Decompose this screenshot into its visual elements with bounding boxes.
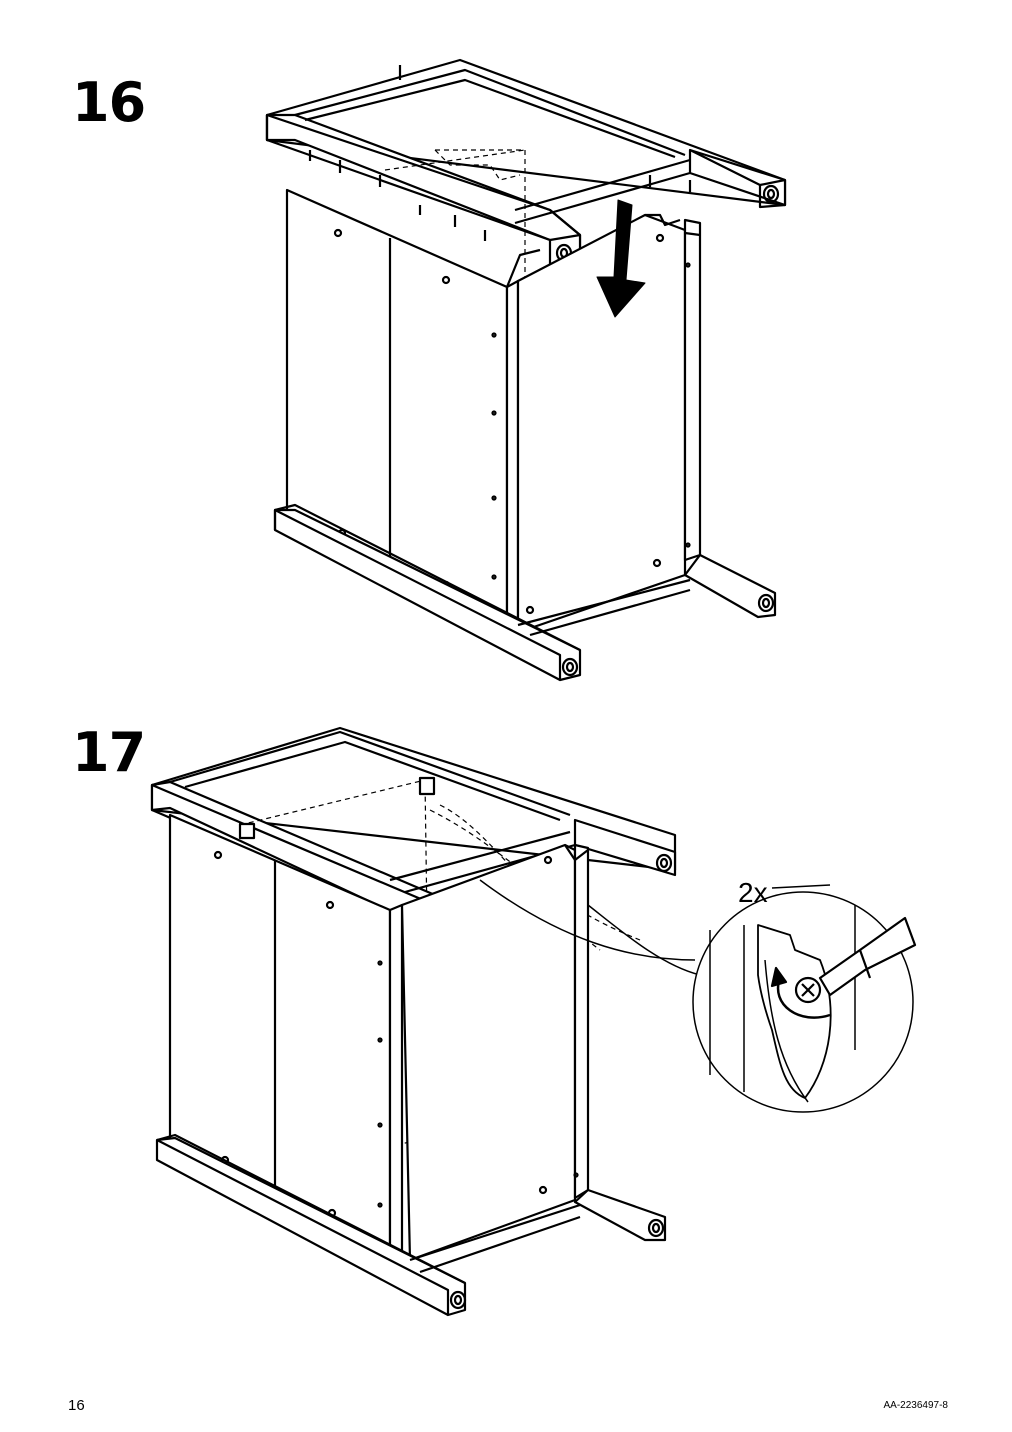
bottom-frame: [157, 1135, 665, 1315]
cabinet-body: [170, 778, 588, 1265]
step-16-number: 16: [72, 71, 146, 134]
detail-circle: 2x: [693, 877, 915, 1112]
bottom-frame: [275, 505, 775, 680]
page-number: 16: [68, 1397, 85, 1414]
detail-quantity-label: 2x: [738, 877, 768, 908]
cabinet-body: [287, 190, 700, 630]
rotate-clockwise-icon: [772, 968, 830, 1018]
down-arrow-icon: [597, 200, 645, 317]
step-16-illustration: [250, 55, 790, 695]
detail-callout-line: [588, 905, 700, 975]
document-code: AA-2236497-8: [883, 1400, 949, 1411]
screwdriver-icon: [796, 918, 915, 1002]
step-17-number: 17: [72, 721, 146, 784]
step-17-illustration: 2x: [140, 720, 940, 1340]
top-frame: [267, 60, 785, 270]
